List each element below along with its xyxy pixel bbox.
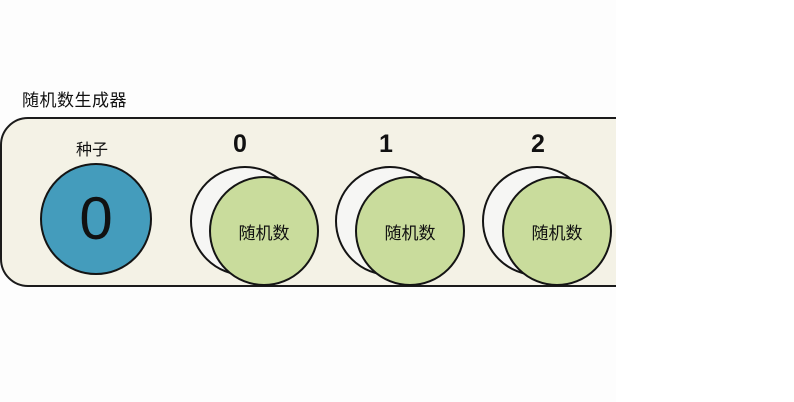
output-label-0: 随机数 <box>238 223 290 244</box>
blank-area <box>616 0 794 402</box>
output-index-1: 1 <box>379 130 393 158</box>
seed-circle: 0 <box>40 163 152 275</box>
diagram-canvas: 随机数生成器 种子 0 0 随机数 1 随机数 2 随机数 <box>0 91 616 287</box>
diagram-title: 随机数生成器 <box>22 91 127 111</box>
output-index-2: 2 <box>531 130 545 158</box>
seed-value: 0 <box>79 185 113 252</box>
output-label-2: 随机数 <box>531 223 583 244</box>
output-index-0: 0 <box>233 130 247 158</box>
output-label-1: 随机数 <box>384 223 436 244</box>
output-coin-0: 随机数 <box>209 176 319 286</box>
output-coin-2: 随机数 <box>502 176 612 286</box>
output-coin-1: 随机数 <box>355 176 465 286</box>
seed-label: 种子 <box>76 140 109 159</box>
